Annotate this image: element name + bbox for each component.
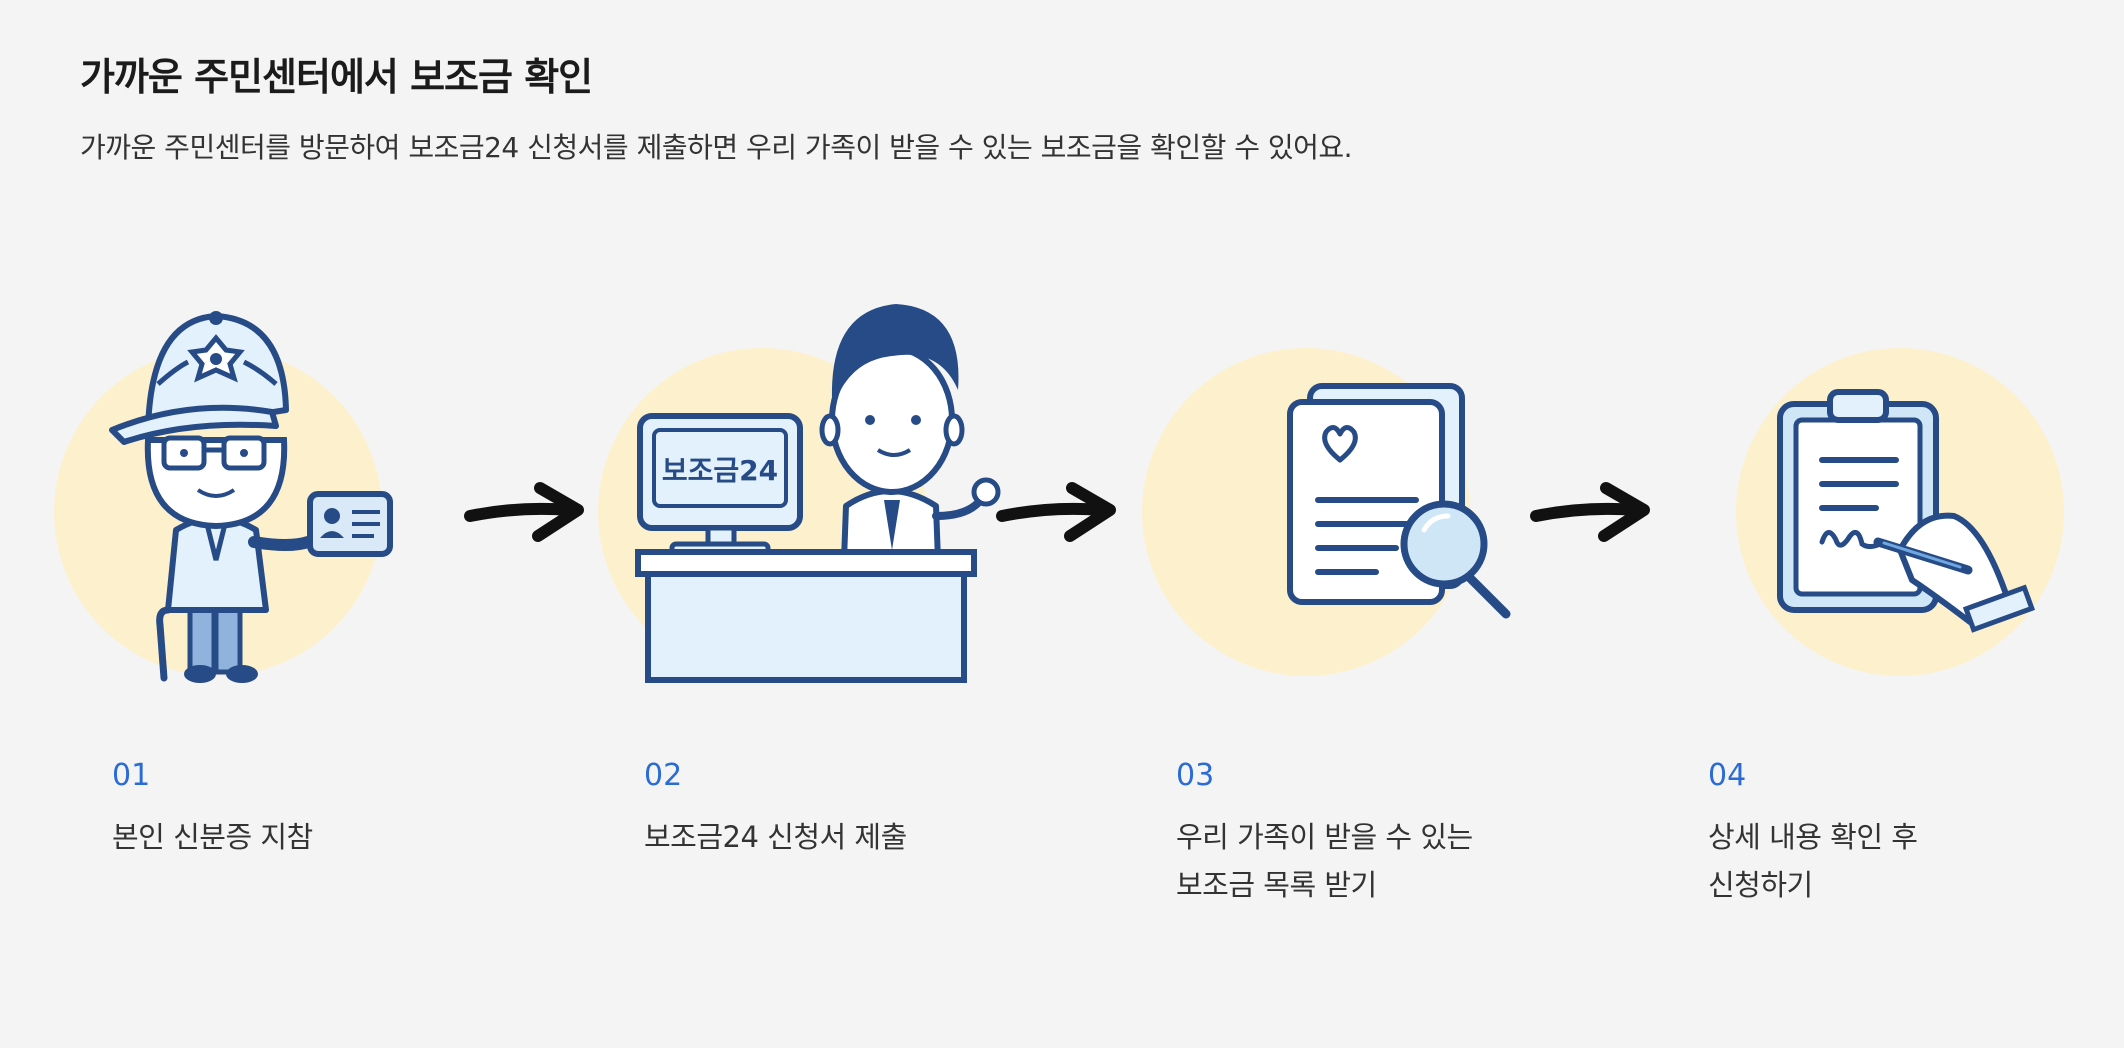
clipboard-signing-icon [1736, 348, 2064, 676]
step-2: 02 보조금24 신청서 제출 [644, 758, 1064, 861]
arrow-right-icon [996, 482, 1116, 542]
step-4: 04 상세 내용 확인 후 신청하기 [1708, 758, 2124, 909]
arrow-right-icon [1530, 482, 1650, 542]
step-4-label-line2: 신청하기 [1708, 868, 1813, 902]
documents-magnifier-icon [1142, 348, 1511, 676]
step-2-number: 02 [644, 758, 683, 793]
step-1-number: 01 [112, 758, 151, 793]
step-4-label-line1: 상세 내용 확인 후 [1708, 820, 1918, 854]
page-title: 가까운 주민센터에서 보조금 확인 [80, 55, 593, 99]
step-3: 03 우리 가족이 받을 수 있는 보조금 목록 받기 [1176, 758, 1596, 909]
page-description: 가까운 주민센터를 방문하여 보조금24 신청서를 제출하면 우리 가족이 받을… [80, 131, 1353, 164]
elderly-man-with-id-card-icon [54, 311, 393, 683]
step-3-label-line1: 우리 가족이 받을 수 있는 [1176, 820, 1473, 854]
step-1-label-line1: 본인 신분증 지참 [112, 820, 313, 854]
step-4-number: 04 [1708, 758, 1747, 793]
monitor-text: 보조금24 [662, 454, 778, 487]
step-3-number: 03 [1176, 758, 1215, 793]
arrow-right-icon [464, 482, 584, 542]
step-2-label-line1: 보조금24 신청서 제출 [644, 820, 907, 854]
step-1: 01 본인 신분증 지참 [112, 758, 532, 861]
step-3-label-line2: 보조금 목록 받기 [1176, 868, 1377, 902]
clerk-at-desk-icon: 보조금24 [598, 304, 1001, 683]
process-illustration: 보조금24 [54, 304, 2064, 683]
